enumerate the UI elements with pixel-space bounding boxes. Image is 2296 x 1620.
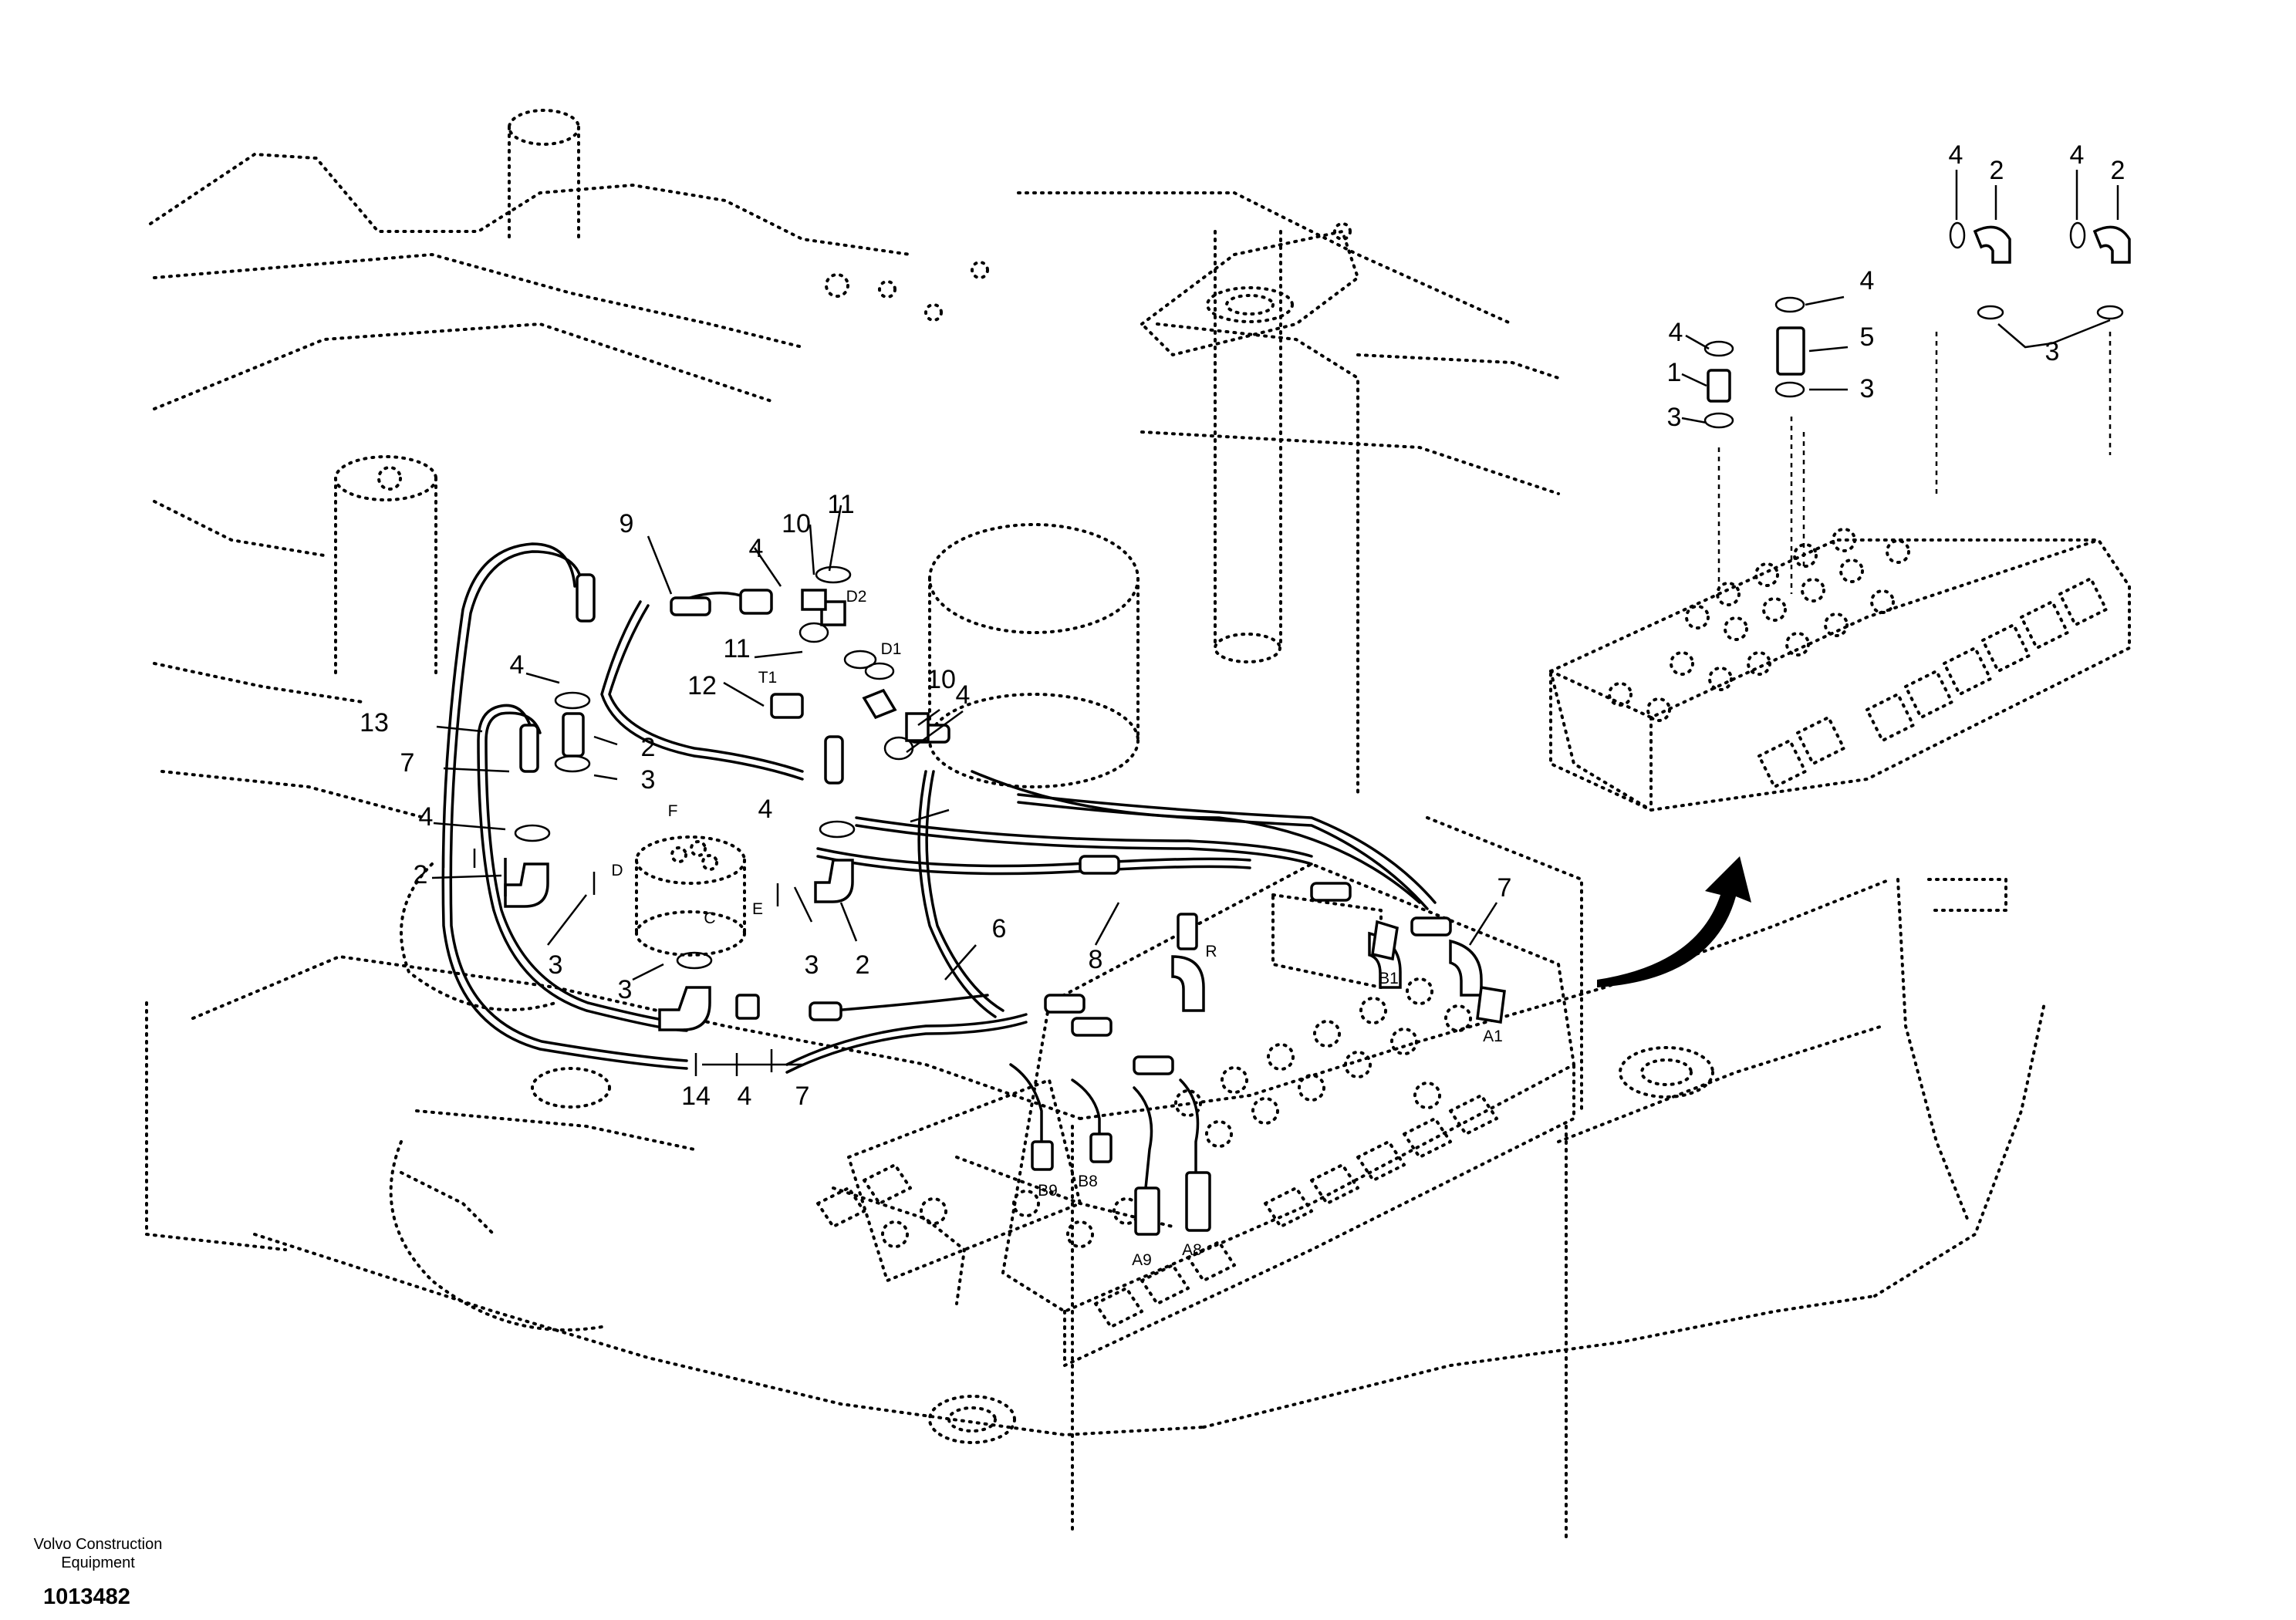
port-a8: A8: [1182, 1241, 1202, 1259]
callout-4: 4: [1949, 140, 1963, 170]
port-a9: A9: [1132, 1251, 1152, 1269]
hydraulic-hoses: [441, 542, 1452, 1075]
callout-3: 3: [549, 950, 563, 980]
callout-4: 4: [2070, 140, 2085, 170]
callout-4: 4: [758, 795, 773, 824]
brand-line-2: Equipment: [61, 1554, 135, 1571]
figure-number: 1013482: [43, 1585, 130, 1609]
port-f: F: [668, 802, 678, 820]
callout-3: 3: [618, 975, 633, 1004]
callout-1: 1: [1667, 358, 1682, 387]
callout-10: 10: [782, 509, 811, 538]
callout-10: 10: [927, 665, 956, 694]
callout-2: 2: [856, 950, 870, 980]
callout-5: 5: [1860, 322, 1875, 352]
callout-8: 8: [1089, 945, 1103, 974]
callout-9: 9: [620, 509, 634, 538]
callout-14: 14: [681, 1082, 711, 1111]
callout-12: 12: [687, 671, 717, 700]
port-r: R: [1205, 943, 1217, 960]
callout-13: 13: [360, 708, 389, 737]
port-c: C: [704, 910, 715, 927]
callout-2: 2: [1990, 156, 2004, 185]
port-e: E: [752, 900, 763, 918]
callout-4: 4: [749, 534, 764, 563]
port-b1: B1: [1379, 970, 1399, 987]
port-b9: B9: [1038, 1182, 1058, 1200]
fittings-and-o-rings: [504, 565, 1483, 1031]
callout-leader-lines: [431, 170, 2119, 1076]
callout-numbers: 1 2 2 2 2 2 3 3 3 3 3 3 3 4 4 4 4 4 4 4 …: [360, 140, 2125, 1111]
port-d2: D2: [846, 588, 867, 606]
figure-footer: Volvo Construction Equipment 1013482: [17, 1535, 179, 1610]
main-control-valve: [816, 862, 1575, 1367]
callout-4: 4: [510, 650, 525, 680]
callout-11: 11: [827, 490, 854, 519]
callout-3: 3: [805, 950, 819, 980]
port-d: D: [611, 862, 623, 879]
center-swivel-block: [635, 835, 746, 957]
callout-11: 11: [723, 634, 750, 663]
detail-arrow: [1597, 856, 1751, 987]
port-b8: B8: [1078, 1173, 1098, 1190]
callout-3: 3: [1860, 374, 1875, 403]
callout-2: 2: [414, 860, 428, 889]
valve-spool-holes: [881, 977, 1472, 1248]
port-d1: D1: [881, 640, 902, 658]
callout-6: 6: [992, 914, 1007, 943]
port-labels: A1 A8 A9 B1 B8 B9 C D D1 D2 E F R T1: [611, 588, 1502, 1269]
callout-7: 7: [400, 748, 415, 778]
port-fittings-a8-a9-b8-b9: [1009, 1063, 1211, 1236]
callout-3: 3: [2045, 337, 2060, 366]
inset-spool-caps: [1757, 577, 2108, 788]
callout-3: 3: [641, 765, 656, 795]
callout-4: 4: [956, 680, 971, 710]
callout-2: 2: [2111, 156, 2125, 185]
port-fittings-a1-b1-r: [1177, 913, 1506, 1024]
brand-line-1: Volvo Construction: [33, 1536, 163, 1553]
callout-7: 7: [1497, 873, 1512, 903]
callout-3: 3: [1667, 403, 1682, 432]
port-t1: T1: [758, 669, 778, 687]
callout-7: 7: [795, 1082, 810, 1111]
callout-4: 4: [1669, 318, 1683, 347]
callout-2: 2: [641, 733, 656, 762]
valve-spool-caps: [816, 1094, 1498, 1328]
inset-valve-detail: [1549, 221, 2131, 812]
callout-4: 4: [738, 1082, 752, 1111]
callout-4: 4: [419, 802, 434, 832]
inset-holes: [1608, 528, 1910, 722]
callout-4: 4: [1860, 266, 1875, 295]
port-a1: A1: [1483, 1028, 1503, 1045]
